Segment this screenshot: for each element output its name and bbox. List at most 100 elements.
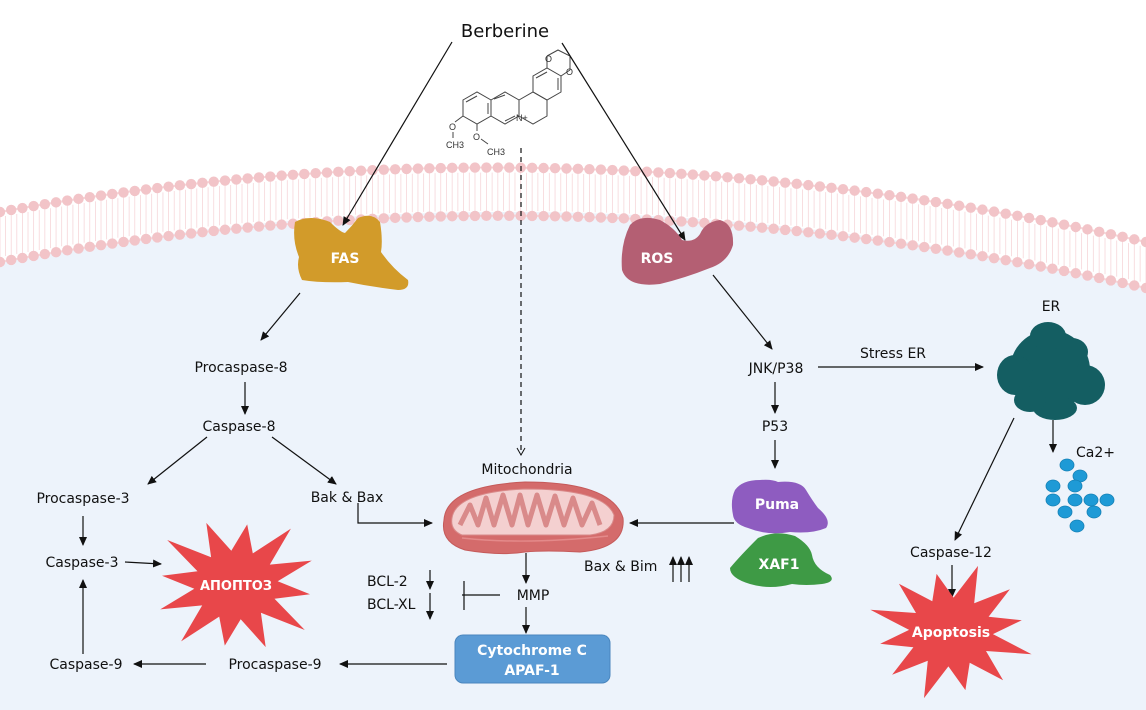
calcium-ion <box>1067 493 1083 507</box>
lipid-head <box>664 215 676 226</box>
lipid-head <box>424 211 435 222</box>
lipid-head <box>469 210 481 222</box>
lipid-head <box>526 162 538 174</box>
lipid-head <box>861 186 872 198</box>
lipid-head <box>107 188 118 200</box>
lipid-head <box>253 172 265 183</box>
mitochondria-icon <box>442 481 624 555</box>
lipid-head <box>389 212 401 224</box>
puma-protein: Puma <box>731 479 828 534</box>
lipid-head <box>287 169 299 180</box>
bax-bim-up-arrows-icon <box>669 556 693 582</box>
lipid-head <box>84 241 95 253</box>
lipid-head <box>163 181 174 192</box>
lipid-head <box>699 170 710 181</box>
caspase3-label: Caspase-3 <box>46 555 119 571</box>
lipid-head <box>378 164 390 175</box>
lipid-head <box>942 198 953 210</box>
lipid-head <box>140 184 152 195</box>
lipid-head <box>849 232 860 243</box>
lipid-head <box>435 162 446 174</box>
arrow-berberine-to-ros <box>561 42 686 241</box>
lipid-head <box>265 171 276 182</box>
lipid-head <box>174 180 186 191</box>
lipid-head <box>538 162 549 174</box>
lipid-head <box>1129 280 1140 291</box>
lipid-head <box>481 162 492 173</box>
lipid-head <box>185 178 197 190</box>
lipid-head <box>50 246 62 258</box>
berberine-title: Berberine <box>461 21 549 42</box>
lipid-head <box>526 210 538 222</box>
arrow-fas-to-procaspase8 <box>260 292 301 341</box>
lipid-head <box>1082 270 1093 281</box>
lipid-head <box>942 245 953 256</box>
lipid-head <box>919 241 930 253</box>
xaf1-protein: XAF1 <box>730 533 832 587</box>
lipid-head <box>1035 214 1046 226</box>
lipid-head <box>446 211 458 222</box>
lipid-head <box>584 163 595 175</box>
procaspase8-label: Procaspase-8 <box>194 360 287 376</box>
fas-receptor: FAS <box>294 215 409 290</box>
caspase8-label: Caspase-8 <box>203 419 276 435</box>
lipid-head <box>768 176 779 187</box>
lipid-head <box>1000 208 1011 219</box>
lipid-head <box>814 181 826 192</box>
lipid-head <box>62 195 73 206</box>
lipid-head <box>107 238 118 249</box>
lipid-head <box>95 239 107 251</box>
lipid-head <box>458 210 469 222</box>
xaf1-label: XAF1 <box>759 557 800 573</box>
lipid-head <box>62 245 73 256</box>
lipid-head <box>28 200 39 212</box>
lipid-head <box>653 167 664 178</box>
lipid-head <box>733 220 745 231</box>
atom-label: CH3 <box>446 140 464 150</box>
lipid-head <box>849 185 860 196</box>
calcium-ion <box>1057 505 1073 519</box>
lipid-head <box>977 204 988 215</box>
atom-label: CH3 <box>487 147 505 157</box>
lipid-head <box>231 223 242 234</box>
lipid-head <box>1140 236 1146 248</box>
calcium-ion <box>1067 479 1083 493</box>
lipid-head <box>930 243 942 254</box>
lipid-head <box>1140 282 1146 294</box>
lipid-head <box>401 163 412 175</box>
er-label: ER <box>1042 299 1061 315</box>
atom-label: N+ <box>516 113 528 123</box>
lipid-head <box>549 163 561 174</box>
lipid-head <box>965 249 976 260</box>
lipid-head <box>28 250 39 262</box>
lipid-head <box>1070 221 1081 233</box>
lipid-head <box>676 168 687 180</box>
bcl2-label: BCL-2 <box>367 574 408 590</box>
lipid-head <box>17 252 28 264</box>
lipid-head <box>837 231 849 242</box>
ros-label: ROS <box>641 251 674 267</box>
lipid-head <box>561 211 572 222</box>
lipid-head <box>504 162 515 173</box>
lipid-head <box>1082 224 1093 235</box>
lipid-head <box>1117 277 1128 289</box>
lipid-head <box>412 211 424 223</box>
bclxl-label: BCL-XL <box>367 597 416 613</box>
lipid-head <box>884 236 895 248</box>
lipid-head <box>803 179 814 191</box>
calcium-ion <box>1069 519 1085 533</box>
lipid-head <box>919 195 930 206</box>
lipid-head <box>895 238 907 249</box>
lipid-head <box>0 206 6 218</box>
calcium-ion <box>1059 458 1075 472</box>
apoptosis-en-label: Apoptosis <box>912 625 990 641</box>
lipid-head <box>1000 254 1011 266</box>
lipid-head <box>129 185 140 197</box>
lipid-head <box>367 164 378 176</box>
lipid-head <box>208 225 219 237</box>
bax-bim-label: Bax & Bim <box>584 559 657 575</box>
lipid-head <box>333 215 344 226</box>
lipid-head <box>1035 261 1046 272</box>
lipid-head <box>779 224 791 236</box>
arrow-caspase8-to-bak-bax <box>271 436 337 485</box>
